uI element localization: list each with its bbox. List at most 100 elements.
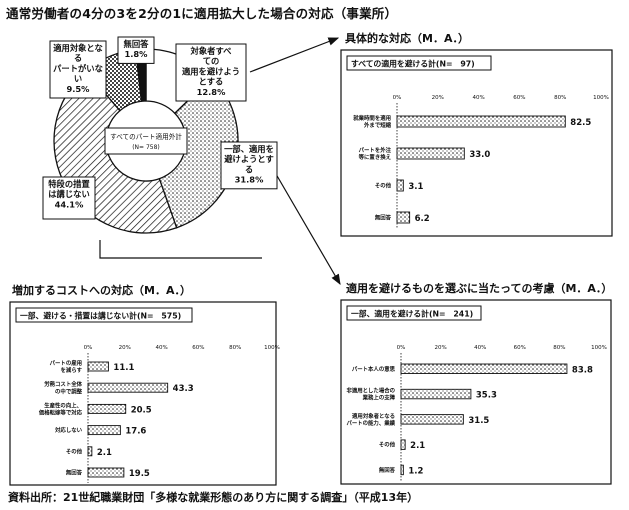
section-title: 適用を避けるものを選ぶに当たっての考慮（M．A．） [346, 281, 612, 295]
slice-label-4: 無回答 [124, 39, 150, 49]
value-label: 1.2 [408, 466, 423, 476]
category-label: 無回答 [379, 466, 396, 474]
value-label: 11.1 [113, 363, 134, 373]
value-label: 20.5 [131, 405, 152, 415]
bar [400, 414, 464, 425]
tick-label: 100% [593, 95, 609, 101]
slice-label-2: 特段の措置 [48, 179, 90, 189]
category-label: パートの能力、業績 [346, 419, 395, 427]
bar [396, 211, 411, 224]
category-label: を減らす [61, 366, 83, 374]
value-label: 2.1 [410, 441, 425, 451]
slice-value-3: 9.5% [66, 84, 90, 94]
bar [87, 382, 169, 393]
panel-subtitle: 一部、避ける・措置は講じない計(N= 575) [20, 311, 181, 321]
panel-subtitle: すべての適用を避ける計(N= 97) [351, 59, 475, 69]
slice-label-box-2 [42, 176, 96, 220]
center-label-box [104, 127, 188, 155]
category-label: 無回答 [66, 469, 83, 477]
tick-label: 40% [474, 345, 486, 351]
tick-label: 40% [472, 95, 484, 101]
value-label: 17.6 [125, 427, 146, 437]
category-label: 労務コスト全体 [44, 380, 82, 388]
bar [400, 464, 404, 476]
tick-label: 20% [432, 95, 444, 101]
slice-label-3: い [74, 74, 82, 84]
category-label: 価格転嫁等で対応 [38, 409, 83, 417]
slice-value-0: 12.8% [197, 87, 226, 97]
tick-label: 60% [192, 345, 204, 351]
value-label: 6.2 [415, 214, 430, 224]
tick-label: 20% [119, 345, 131, 351]
bar [87, 467, 125, 478]
category-label: その他 [375, 182, 392, 190]
bar [396, 115, 566, 128]
slice-label-1: 避けようとす [223, 154, 274, 164]
center-n: (N= 758) [132, 144, 160, 151]
panel-cost-response: 増加するコストへの対応（M．A．） 一部、避ける・措置は講じない計(N= 575)… [9, 283, 280, 486]
value-label: 3.1 [408, 182, 423, 192]
slice-label-2: は講じない [48, 189, 90, 199]
panel-subtitle: 一部、適用を避ける計(N= 241) [351, 309, 473, 319]
category-label: 対応しない [55, 426, 83, 434]
panel-frame [9, 301, 277, 486]
subtitle-box [15, 307, 193, 323]
bar [396, 147, 465, 160]
subtitle-box [346, 55, 492, 71]
value-label: 43.3 [173, 384, 194, 394]
panel-frame [340, 49, 613, 237]
arrow-to-cost [99, 240, 262, 259]
value-label: 2.1 [97, 448, 112, 458]
tick-label: 0% [393, 95, 402, 101]
tick-label: 0% [397, 345, 406, 351]
bar [400, 388, 472, 400]
category-label: パート本人の意思 [352, 365, 396, 373]
slice-label-0: ての [203, 56, 220, 66]
slice-value-4: 1.8% [124, 49, 148, 59]
section-title: 具体的な対応（M．A．） [345, 31, 469, 45]
section-title: 増加するコストへの対応（M．A．） [12, 283, 191, 297]
slice-label-3: パートがいな [53, 63, 103, 73]
slice-label-0: とする [199, 77, 224, 87]
value-label: 19.5 [129, 469, 150, 479]
tick-label: 60% [514, 345, 526, 351]
source-note: 資料出所：21世紀職業財団「多様な就業形態のあり方に関する調査」（平成13年） [8, 491, 419, 504]
slice-label-3: 適用対象とな [53, 43, 103, 53]
slice-label-3: る [74, 53, 82, 63]
category-label: パートの雇用 [50, 359, 82, 367]
category-label: パートを外注 [359, 146, 392, 154]
category-label: 外まで短縮 [364, 121, 392, 129]
value-label: 82.5 [570, 118, 591, 128]
tick-label: 100% [264, 345, 280, 351]
slice-label-1: る [245, 164, 253, 174]
bar [87, 446, 93, 457]
tick-label: 100% [591, 345, 607, 351]
arrow-to-specific [249, 37, 340, 73]
slice-label-1: 一部、適用を [224, 144, 274, 154]
slice-value-2: 44.1% [55, 199, 84, 209]
tick-label: 20% [434, 345, 446, 351]
slice-value-1: 31.8% [235, 175, 264, 185]
donut-chart: 対象者すべての適用を避けようとする12.8%一部、適用を避けようとする31.8%… [42, 36, 278, 234]
value-label: 83.8 [572, 365, 593, 375]
category-label: 生産性の向上、 [44, 401, 82, 409]
category-label: 業務上の支障 [362, 394, 396, 402]
tick-label: 80% [554, 95, 566, 101]
value-label: 35.3 [476, 391, 497, 401]
bar [400, 363, 568, 374]
bar [396, 179, 404, 192]
slice-label-box-4 [117, 36, 155, 64]
bar [87, 361, 109, 372]
value-label: 33.0 [469, 150, 490, 160]
category-label: 適用対象者となる [352, 412, 395, 420]
center-label: すべてのパート適用外計 [110, 132, 182, 141]
category-label: 就業時間を適用 [353, 114, 391, 122]
bar [87, 425, 121, 436]
panel-specific-measures: 具体的な対応（M．A．） すべての適用を避ける計(N= 97) 0% 20% 40% 60… [340, 31, 613, 237]
slice-label-0: 適用を避けよう [182, 66, 240, 76]
tick-label: 40% [155, 345, 167, 351]
tick-label: 80% [229, 345, 241, 351]
category-label: の中で調整 [55, 387, 83, 395]
tick-label: 60% [513, 95, 525, 101]
